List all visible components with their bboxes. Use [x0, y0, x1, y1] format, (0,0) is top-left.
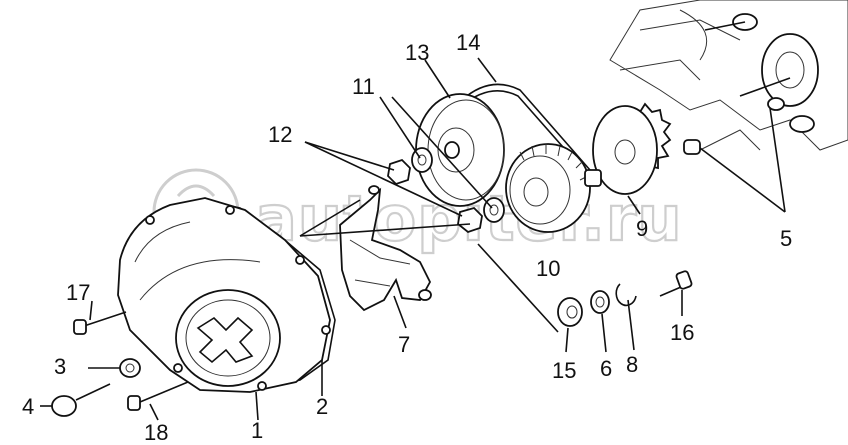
- part-18-bolt: [127, 381, 189, 411]
- callout-9: 9: [636, 216, 648, 241]
- part-1-clutch-cover: [117, 197, 331, 393]
- callout-3: 3: [54, 354, 66, 379]
- callout-11: 11: [352, 74, 375, 99]
- part-7-bracket: [339, 185, 432, 312]
- callout-labels: 1 2 3 4 5 6 7 8 9 10 11 12 13 14 15 16 1…: [22, 30, 792, 445]
- part-6-washer: [590, 290, 610, 314]
- callout-4: 4: [22, 394, 34, 419]
- part-12-nuts: [387, 158, 483, 234]
- callout-5: 5: [780, 226, 792, 251]
- part-3-grommet: [119, 358, 141, 378]
- callout-16: 16: [670, 320, 694, 345]
- part-15-oil-seal: [557, 297, 583, 327]
- callout-14: 14: [456, 30, 480, 55]
- callout-2: 2: [316, 394, 328, 419]
- part-4-drain-plug: [51, 383, 111, 417]
- callout-1: 1: [251, 418, 263, 443]
- part-9-drive-plate: [592, 102, 672, 195]
- part-17-bolt: [73, 311, 127, 335]
- callout-18: 18: [144, 420, 168, 445]
- callout-10: 10: [536, 256, 560, 281]
- part-13-driven-pulley: [415, 93, 505, 207]
- part-16-bolt: [659, 270, 693, 297]
- callout-6: 6: [600, 356, 612, 381]
- part-5-bushing: [683, 139, 701, 155]
- part-10-drive-clutch: [505, 143, 602, 233]
- part-8-circlip: [615, 283, 637, 307]
- callout-15: 15: [552, 358, 576, 383]
- callout-7: 7: [398, 332, 410, 357]
- callout-13: 13: [405, 40, 429, 65]
- callout-17: 17: [66, 280, 90, 305]
- part-11-washers: [411, 147, 505, 223]
- callout-8: 8: [626, 352, 638, 377]
- callout-12: 12: [268, 122, 292, 147]
- leader-lines: [40, 57, 786, 421]
- engine-block: [609, 0, 848, 151]
